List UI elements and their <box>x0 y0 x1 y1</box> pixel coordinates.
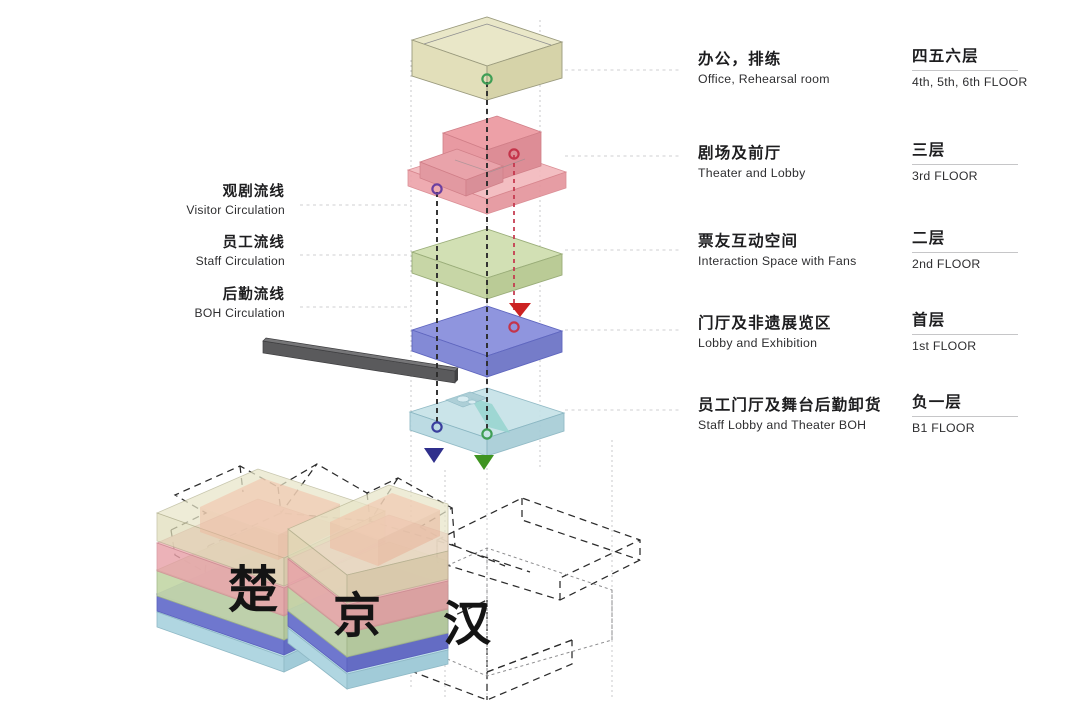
floor-label-b1-en: B1 FLOOR <box>912 421 975 436</box>
program-label-boh: 员工门厅及舞台后勤卸货 Staff Lobby and Theater BOH <box>698 396 882 434</box>
circulation-path-visitor <box>508 148 531 333</box>
floor-rule <box>912 334 1018 336</box>
program-label-office-en: Office, Rehearsal room <box>698 72 830 87</box>
site-plan <box>155 463 641 701</box>
circulation-label-boh: 后勤流线 BOH Circulation <box>105 286 285 322</box>
floor-rule <box>912 252 1018 254</box>
volume-lobby <box>410 305 564 378</box>
floor-label-2: 二层 2nd FLOOR <box>912 229 1022 271</box>
floor-label-2-cn: 二层 <box>912 230 946 247</box>
site-character-han: 汉 <box>443 596 492 652</box>
floor-label-3-en: 3rd FLOOR <box>912 169 978 184</box>
program-leader-lines <box>565 69 680 411</box>
program-label-lobby: 门厅及非遗展览区 Lobby and Exhibition <box>698 314 832 352</box>
floor-label-b1: 负一层 B1 FLOOR <box>912 393 1022 435</box>
floor-rule <box>912 70 1018 72</box>
floor-label-456: 四五六层 4th, 5th, 6th FLOOR <box>912 47 1028 90</box>
floor-label-3: 三层 3rd FLOOR <box>912 141 1022 183</box>
circulation-path-staff <box>474 73 494 470</box>
site-character-chu: 楚 <box>228 560 278 619</box>
floor-label-456-en: 4th, 5th, 6th FLOOR <box>912 75 1028 90</box>
circulation-label-visitor-en: Visitor Circulation <box>186 203 285 218</box>
floor-label-b1-cn: 负一层 <box>912 394 963 411</box>
circulation-path-boh <box>424 183 444 463</box>
floor-label-2-en: 2nd FLOOR <box>912 257 981 272</box>
circulation-label-boh-cn: 后勤流线 <box>222 287 285 303</box>
program-label-interaction: 票友互动空间 Interaction Space with Fans <box>698 232 857 270</box>
floor-label-1-cn: 首层 <box>912 312 946 329</box>
circulation-label-visitor: 观剧流线 Visitor Circulation <box>105 183 285 219</box>
site-character-jing: 京 <box>333 588 382 644</box>
floor-label-3-cn: 三层 <box>912 142 946 159</box>
program-label-boh-cn: 员工门厅及舞台后勤卸货 <box>698 397 882 414</box>
floor-label-456-cn: 四五六层 <box>912 48 979 65</box>
ramp-wall <box>262 337 459 384</box>
floor-rule <box>912 164 1018 166</box>
program-label-lobby-en: Lobby and Exhibition <box>698 336 818 351</box>
program-label-theater-cn: 剧场及前厅 <box>698 145 782 162</box>
program-label-lobby-cn: 门厅及非遗展览区 <box>698 315 832 332</box>
floor-label-1: 首层 1st FLOOR <box>912 311 1022 353</box>
circulation-label-boh-en: BOH Circulation <box>194 306 285 321</box>
site-stack-jing <box>287 484 449 690</box>
volume-office <box>410 16 564 101</box>
circulation-label-staff: 员工流线 Staff Circulation <box>105 234 285 270</box>
program-label-theater-en: Theater and Lobby <box>698 166 806 181</box>
program-label-office: 办公，排练 Office, Rehearsal room <box>698 50 830 88</box>
floor-rule <box>912 416 1018 418</box>
circulation-label-staff-en: Staff Circulation <box>195 254 285 269</box>
program-label-theater: 剧场及前厅 Theater and Lobby <box>698 144 805 182</box>
circulation-label-staff-cn: 员工流线 <box>222 235 285 251</box>
floor-label-1-en: 1st FLOOR <box>912 339 977 354</box>
program-label-boh-en: Staff Lobby and Theater BOH <box>698 418 867 433</box>
volume-boh <box>408 387 566 457</box>
circulation-leader-lines <box>300 204 411 308</box>
program-label-interaction-en: Interaction Space with Fans <box>698 254 857 269</box>
circulation-label-visitor-cn: 观剧流线 <box>222 184 285 200</box>
program-label-office-cn: 办公，排练 <box>698 51 782 68</box>
program-label-interaction-cn: 票友互动空间 <box>698 233 799 250</box>
